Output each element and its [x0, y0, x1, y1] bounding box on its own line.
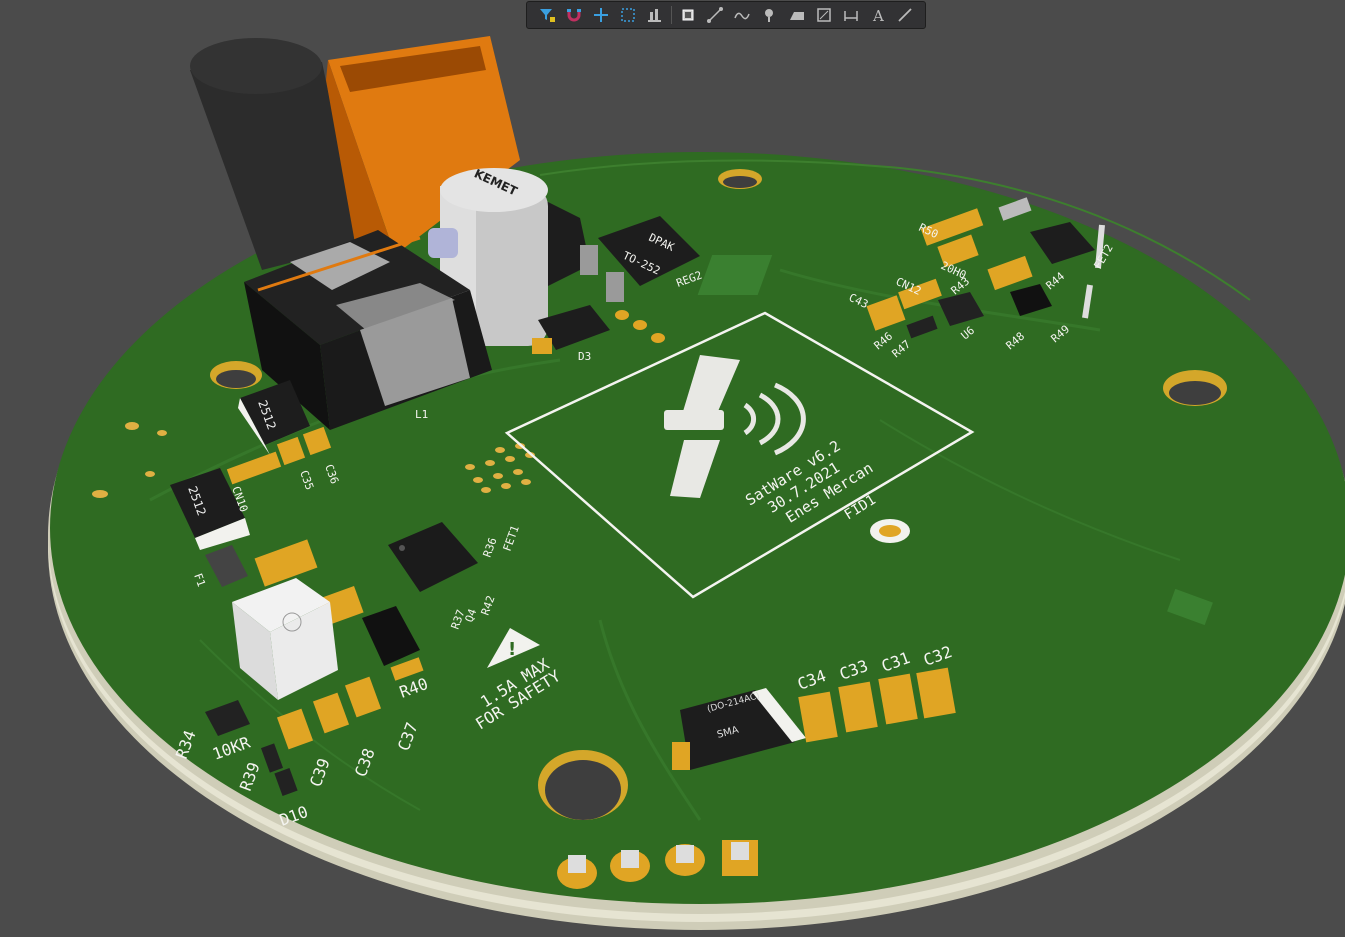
black-electrolytic-capacitor	[190, 38, 360, 270]
toolbar-separator	[671, 6, 673, 24]
polygon-fill-icon	[789, 12, 804, 20]
polygon-fill-button[interactable]	[783, 3, 810, 27]
power-connector-orange	[326, 36, 520, 260]
mounting-hole-top	[718, 169, 762, 189]
filter-icon	[539, 9, 555, 22]
diff-pair-button[interactable]	[729, 3, 756, 27]
region-icon	[817, 8, 831, 22]
label-c35: C35	[297, 469, 316, 492]
diode-package-label: SMA	[716, 725, 740, 741]
route-icon	[706, 7, 723, 23]
diode-d3: D3	[532, 305, 665, 363]
label-r42: R42	[479, 594, 498, 617]
cap-c35-c36: C35 C36	[276, 426, 341, 492]
svg-text:!: !	[508, 639, 516, 660]
select-rect-button[interactable]	[615, 3, 642, 27]
magnet-snap-button[interactable]	[560, 3, 587, 27]
via-array	[92, 422, 535, 498]
label-d3: D3	[578, 350, 591, 363]
component-icon	[682, 9, 694, 21]
sma-diode: (DO-214AC) SMA	[672, 688, 806, 770]
label-r36: R36	[481, 536, 500, 559]
label-f1: F1	[191, 572, 208, 589]
dimension-icon	[844, 11, 858, 21]
pcb-toolbar: A	[526, 1, 926, 29]
label-c36: C36	[322, 463, 341, 486]
shunt-resistor-2: 2512	[170, 468, 250, 550]
fuse-f1: F1	[191, 545, 248, 588]
mounting-hole-left	[210, 361, 262, 389]
label-q4: Q4	[463, 607, 480, 624]
shunt-resistor-1: 2512	[238, 380, 310, 455]
align-icon	[648, 9, 662, 22]
line-icon	[898, 8, 913, 22]
line-button[interactable]	[892, 3, 919, 27]
align-button[interactable]	[642, 3, 669, 27]
mounting-hole-right	[1163, 370, 1227, 406]
mounting-hole-front	[538, 750, 628, 820]
inductor-l1: L1	[244, 230, 492, 430]
select-rect-icon	[621, 8, 636, 22]
diff-pair-icon	[734, 12, 750, 20]
filter-button[interactable]	[533, 3, 560, 27]
via-icon	[765, 9, 774, 22]
region-button[interactable]	[810, 3, 837, 27]
header-pins-front	[557, 840, 758, 889]
dimension-button[interactable]	[837, 3, 864, 27]
text-button[interactable]: A	[865, 3, 892, 27]
transistor-q4: R37 Q4 R42	[362, 594, 498, 666]
label-r37: R37	[449, 608, 468, 631]
crosshair-button[interactable]	[587, 3, 614, 27]
trimmer-potentiometer	[232, 578, 338, 700]
magnet-snap-icon	[566, 9, 581, 22]
diode-d10: R39 D10	[236, 743, 311, 830]
cap-row-bottom: C34 C33 C31 C32	[795, 642, 956, 743]
crosshair-icon	[594, 8, 609, 22]
component-button[interactable]	[674, 3, 701, 27]
via-button[interactable]	[756, 3, 783, 27]
route-button[interactable]	[701, 3, 728, 27]
satellite-logo	[664, 355, 806, 498]
copper-pad-large	[254, 539, 318, 587]
label-l1: L1	[415, 408, 428, 421]
svg-text:A: A	[872, 7, 884, 24]
text-icon: A	[872, 7, 884, 24]
